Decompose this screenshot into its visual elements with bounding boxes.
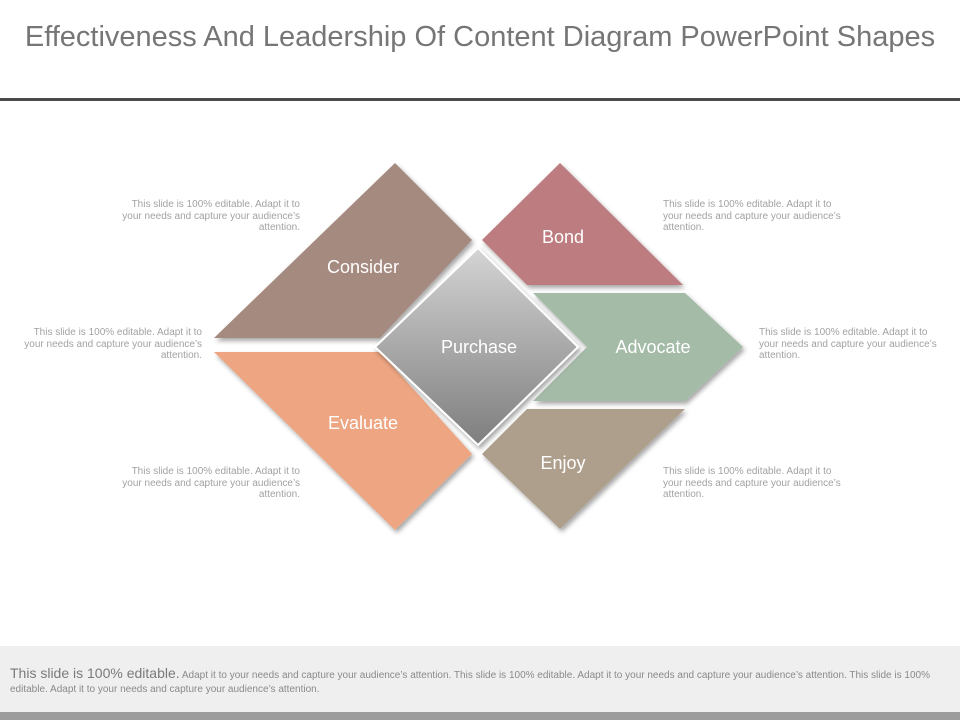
footer-text: This slide is 100% editable. Adapt it to…	[10, 666, 940, 697]
note-bottom-right: This slide is 100% editable. Adapt it to…	[663, 466, 841, 500]
evaluate-label: Evaluate	[328, 413, 398, 433]
purchase-label: Purchase	[441, 337, 517, 357]
note-top-right: This slide is 100% editable. Adapt it to…	[663, 199, 841, 233]
title-divider	[0, 98, 960, 101]
footer-lead: This slide is 100% editable.	[10, 665, 180, 681]
bond-shape	[482, 163, 683, 285]
consider-shape	[214, 163, 472, 338]
evaluate-shape	[214, 352, 472, 530]
consider-label: Consider	[327, 257, 399, 277]
footer-bar	[0, 712, 960, 720]
footer-panel: This slide is 100% editable. Adapt it to…	[0, 646, 960, 712]
bond-label: Bond	[542, 227, 584, 247]
enjoy-label: Enjoy	[540, 453, 585, 473]
note-bottom-left: This slide is 100% editable. Adapt it to…	[122, 466, 300, 500]
footer-body: Adapt it to your needs and capture your …	[10, 670, 930, 695]
enjoy-shape	[482, 409, 685, 529]
advocate-label: Advocate	[615, 337, 690, 357]
note-mid-right: This slide is 100% editable. Adapt it to…	[759, 327, 937, 361]
slide-title: Effectiveness And Leadership Of Content …	[24, 21, 936, 53]
advocate-shape	[533, 293, 743, 401]
note-top-left: This slide is 100% editable. Adapt it to…	[122, 199, 300, 233]
purchase-shape	[373, 246, 580, 447]
note-mid-left: This slide is 100% editable. Adapt it to…	[24, 327, 202, 361]
